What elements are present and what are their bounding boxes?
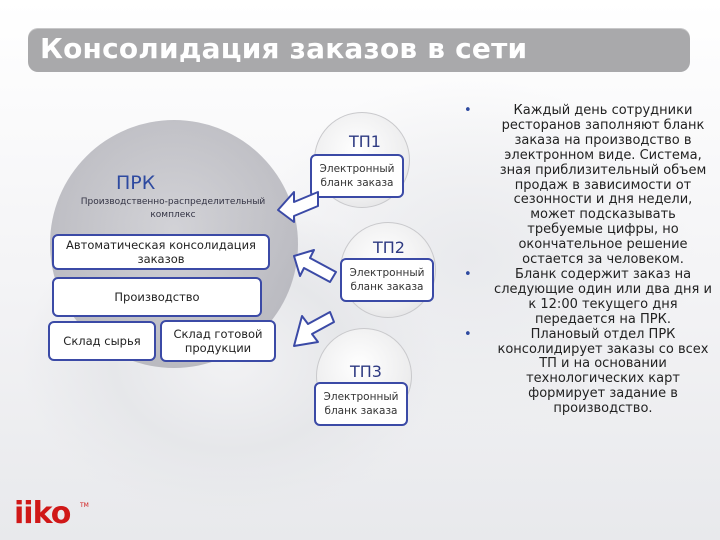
- bullet-dot-icon: •: [464, 326, 472, 342]
- arrow-tp2-icon: [293, 249, 337, 283]
- arrow-tp3-icon: [293, 311, 335, 347]
- production-label: Производство: [114, 290, 200, 304]
- production-box: Производство: [52, 277, 262, 317]
- tp2-card: Электронный бланк заказа: [340, 258, 434, 302]
- bullet-dot-icon: •: [464, 266, 472, 282]
- raw-warehouse-box: Склад сырья: [48, 321, 156, 361]
- bullet-item: • Бланк содержит заказ на следующие один…: [464, 266, 714, 328]
- arrow-tp1-icon: [277, 191, 319, 223]
- tp1-label: ТП1: [349, 132, 381, 151]
- finished-warehouse-box: Склад готовой продукции: [160, 320, 276, 362]
- bullet-item: • Каждый день сотрудники ресторанов запо…: [464, 103, 714, 268]
- bullet-dot-icon: •: [464, 103, 472, 118]
- tp2-label: ТП2: [373, 238, 405, 257]
- bullet-text: Плановый отдел ПРК консолидирует заказы …: [497, 326, 709, 417]
- consolidation-label: Автоматическая консолидация заказов: [66, 238, 256, 266]
- bullet-text: Бланк содержит заказ на следующие один и…: [494, 266, 712, 327]
- tp3-label: ТП3: [350, 362, 382, 381]
- bullet-item: • Плановый отдел ПРК консолидирует заказ…: [464, 326, 714, 417]
- consolidation-box: Автоматическая консолидация заказов: [52, 234, 270, 270]
- iiko-logo: iiko: [14, 496, 71, 531]
- tp2-card-label: Электронный бланк заказа: [349, 267, 425, 293]
- title-bar: Консолидация заказов в сети: [28, 28, 690, 72]
- prk-title: ПРК: [116, 172, 156, 194]
- prk-subtitle: Производственно-распределительный компле…: [80, 197, 266, 220]
- bullet-list: • Каждый день сотрудники ресторанов запо…: [464, 103, 714, 417]
- tp1-card-label: Электронный бланк заказа: [319, 163, 395, 189]
- bullet-text: Каждый день сотрудники ресторанов заполн…: [499, 103, 707, 268]
- logo-trademark: TM: [80, 502, 89, 509]
- raw-warehouse-label: Склад сырья: [63, 334, 141, 348]
- finished-warehouse-label: Склад готовой продукции: [173, 327, 263, 355]
- tp1-card: Электронный бланк заказа: [310, 154, 404, 198]
- tp3-card: Электронный бланк заказа: [314, 382, 408, 426]
- tp3-card-label: Электронный бланк заказа: [323, 391, 399, 417]
- page-title: Консолидация заказов в сети: [40, 32, 528, 65]
